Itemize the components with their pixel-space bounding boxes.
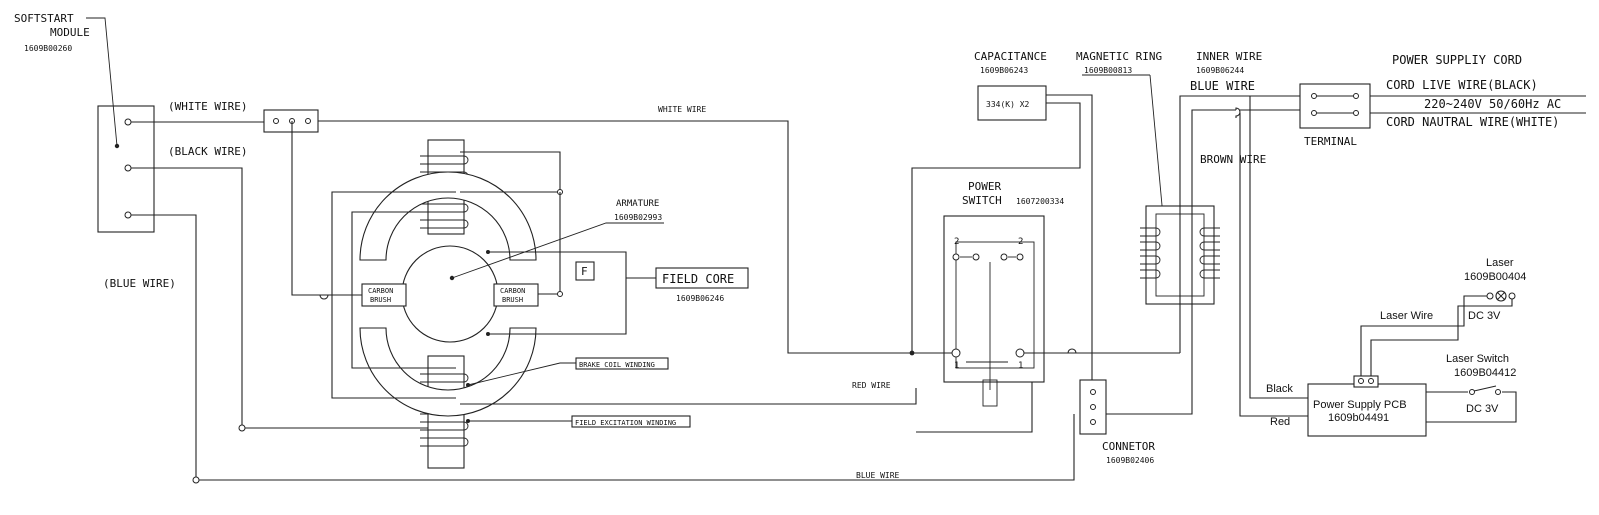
- connector-code: 1609B02406: [1106, 456, 1154, 465]
- pcb-connector: [1353, 375, 1379, 388]
- red-wire-label: RED WIRE: [852, 381, 891, 390]
- brown-wire-label: BROWN WIRE: [1200, 153, 1266, 166]
- terminal-label: TERMINAL: [1304, 135, 1357, 148]
- blue-wire-paren-label: (BLUE WIRE): [103, 277, 176, 290]
- magnetic-ring-code: 1609B00813: [1084, 66, 1132, 75]
- brake-coil-box: [575, 357, 669, 370]
- black-wire-paren-label: (BLACK WIRE): [168, 145, 247, 158]
- capacitance-code: 1609B06243: [980, 66, 1028, 75]
- laser-dc-label: DC 3V: [1468, 310, 1501, 322]
- field-excitation-label: FIELD EXCITATION WINDING: [575, 419, 676, 427]
- black-wire-pcb-label: Black: [1266, 383, 1293, 395]
- connector-label: CONNETOR: [1102, 440, 1155, 453]
- capacitor-box: [977, 85, 1047, 121]
- field-excitation-box: [571, 415, 691, 428]
- switch-pin-2-right: 2: [1018, 237, 1023, 247]
- armature-code: 1609B02993: [614, 213, 662, 222]
- blue-wire-line: [131, 214, 1075, 481]
- power-switch-code: 1607200334: [1016, 197, 1064, 206]
- switch-pin-1-left: 1: [954, 361, 959, 371]
- softstart-module: [86, 17, 155, 233]
- laser-code: 1609B00404: [1464, 271, 1526, 283]
- laser-switch-code: 1609B04412: [1454, 367, 1516, 379]
- motor: [359, 139, 539, 469]
- cord-live-label: CORD LIVE WIRE(BLACK): [1386, 78, 1538, 92]
- white-wire-paren-label: (WHITE WIRE): [168, 100, 247, 113]
- inner-wire-label: INNER WIRE: [1196, 50, 1262, 63]
- field-f-box: [575, 261, 595, 281]
- blue-wire-top-label: BLUE WIRE: [1190, 79, 1255, 93]
- blue-wire-bottom-label: BLUE WIRE: [856, 471, 900, 480]
- softstart-label-2: MODULE: [50, 26, 90, 39]
- power-cord-label: POWER SUPPLIY CORD: [1392, 53, 1522, 67]
- carbon-brush-right-label: CARBON: [500, 287, 525, 295]
- field-core-code: 1609B06246: [676, 294, 724, 303]
- softstart-label: SOFTSTART: [14, 12, 74, 25]
- armature-label: ARMATURE: [616, 199, 659, 209]
- power-switch: [943, 215, 1045, 407]
- terminal: [1299, 83, 1371, 129]
- power-switch-label: POWER: [968, 180, 1001, 193]
- capacitor-value: 334(K) X2: [986, 100, 1030, 109]
- switch-pin-2-left: 2: [954, 237, 959, 247]
- softstart-code: 1609B00260: [24, 44, 72, 53]
- cord-neutral-label: CORD NAUTRAL WIRE(WHITE): [1386, 115, 1559, 129]
- red-wire-pcb-label: Red: [1270, 416, 1290, 428]
- field-f-label: F: [581, 265, 588, 278]
- black-wire-line: [131, 167, 458, 429]
- carbon-brush-left-label: CARBON: [368, 287, 393, 295]
- power-switch-label-2: SWITCH: [962, 194, 1002, 207]
- laser-label: Laser: [1486, 257, 1514, 269]
- field-core-label: FIELD CORE: [662, 272, 734, 286]
- magnetic-ring-label: MAGNETIC RING: [1076, 50, 1162, 63]
- voltage-label: 220~240V 50/60Hz AC: [1424, 97, 1561, 111]
- capacitance-label: CAPACITANCE: [974, 50, 1047, 63]
- laser-wire-label: Laser Wire: [1380, 310, 1433, 322]
- white-wire-label: WHITE WIRE: [658, 105, 706, 114]
- carbon-brush-right-label-2: BRUSH: [502, 296, 523, 304]
- inner-wire-code: 1609B06244: [1196, 66, 1244, 75]
- laser-switch-dc-label: DC 3V: [1466, 403, 1499, 415]
- laser-lamp-icon: [1495, 290, 1507, 302]
- pcb-code: 1609b04491: [1328, 412, 1389, 424]
- junction-block: [263, 109, 319, 133]
- pcb-label: Power Supply PCB: [1313, 399, 1407, 411]
- switch-pin-1-right: 1: [1018, 361, 1023, 371]
- carbon-brush-left-label-2: BRUSH: [370, 296, 391, 304]
- pcb-box: [1307, 383, 1427, 437]
- laser-switch-label: Laser Switch: [1446, 353, 1509, 365]
- brake-coil-label: BRAKE COIL WINDING: [579, 361, 655, 369]
